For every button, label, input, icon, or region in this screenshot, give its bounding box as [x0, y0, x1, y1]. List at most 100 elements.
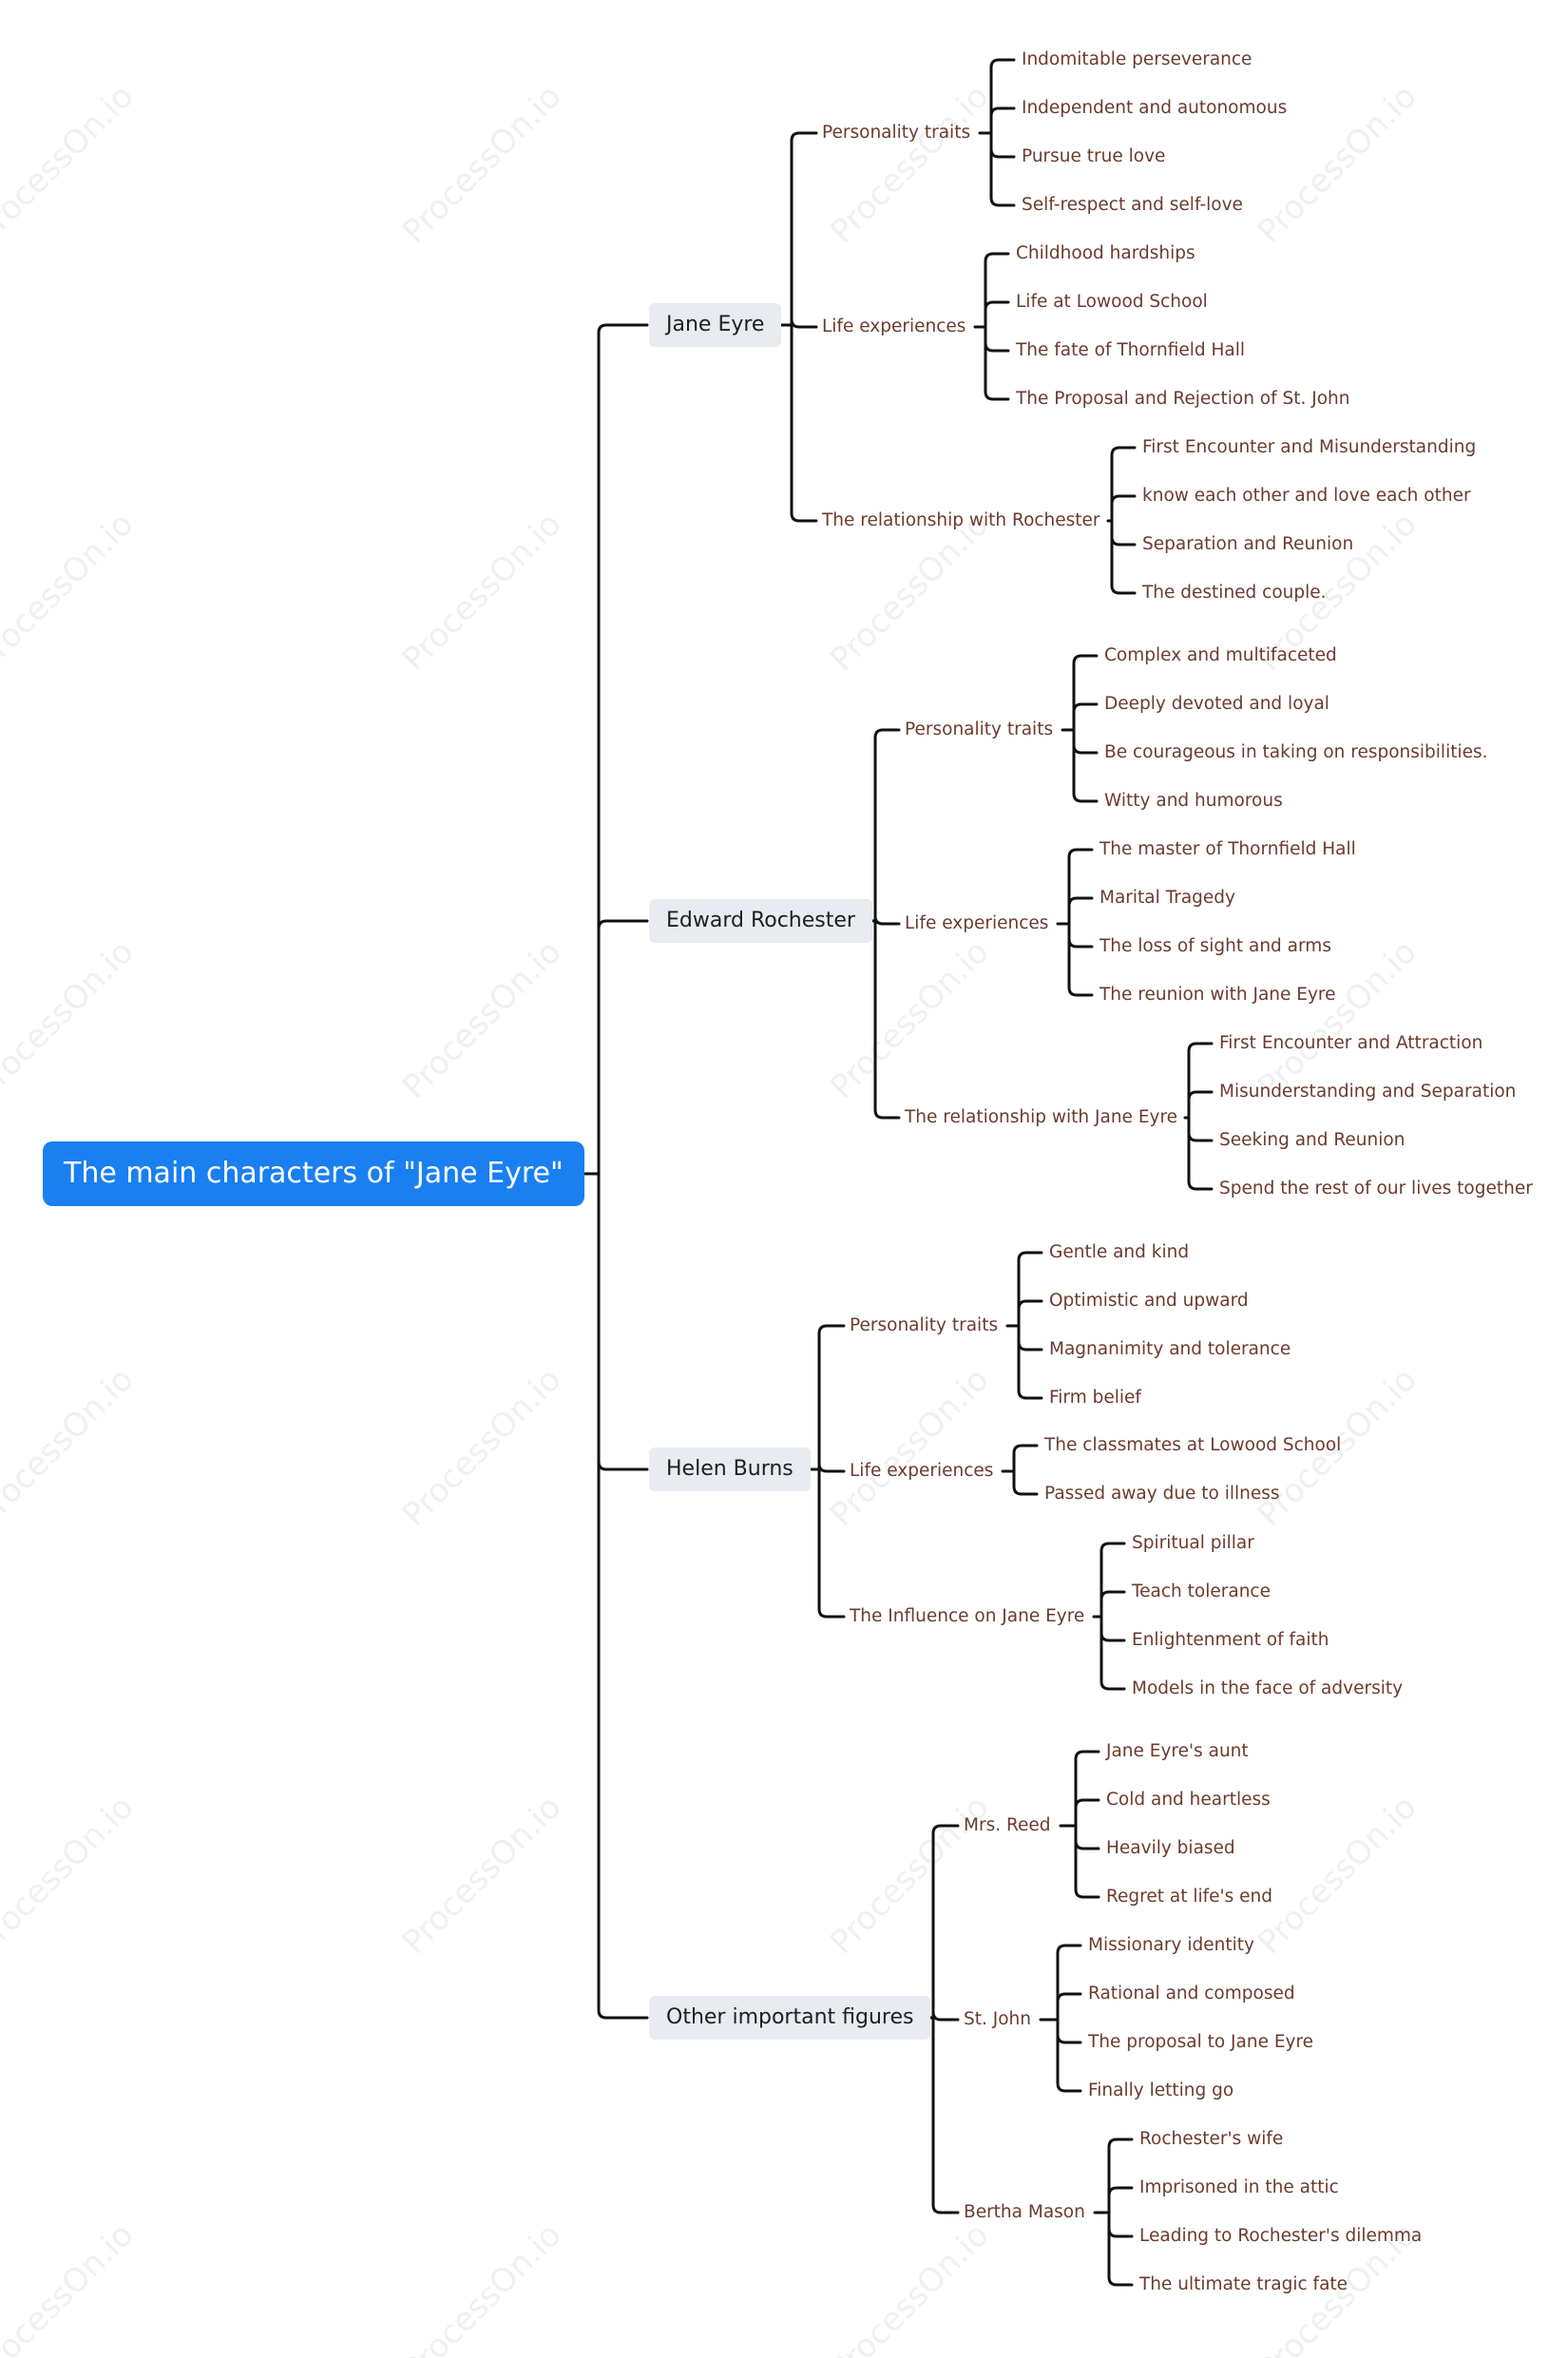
leaf-node-0-2-2[interactable]: Separation and Reunion: [1142, 534, 1354, 554]
leaf-connector-1-2-1: [1187, 1090, 1214, 1120]
leaf-connector-3-0-1: [1074, 1798, 1100, 1828]
leaf-node-2-0-0[interactable]: Gentle and kind: [1049, 1242, 1190, 1262]
sub-connector-2-2: [817, 1467, 846, 1619]
sub-node-3-0[interactable]: Mrs. Reed: [964, 1815, 1051, 1835]
leaf-node-1-1-2[interactable]: The loss of sight and arms: [1100, 936, 1331, 956]
main-node-2[interactable]: Helen Burns: [649, 1447, 811, 1491]
leaf-node-1-0-1[interactable]: Deeply devoted and loyal: [1104, 694, 1329, 714]
main-connector-0: [597, 323, 649, 1176]
leaf-connector-3-0-3: [1074, 1824, 1100, 1899]
leaf-node-2-1-0[interactable]: The classmates at Lowood School: [1044, 1435, 1342, 1455]
leaf-connector-2-1-1: [1012, 1469, 1039, 1496]
leaf-node-2-2-2[interactable]: Enlightenment of faith: [1132, 1630, 1329, 1650]
leaf-node-0-0-2[interactable]: Pursue true love: [1022, 146, 1166, 166]
leaf-node-2-1-1[interactable]: Passed away due to illness: [1044, 1484, 1280, 1504]
leaf-connector-3-2-0: [1107, 2138, 1134, 2214]
leaf-node-3-2-2[interactable]: Leading to Rochester's dilemma: [1139, 2226, 1423, 2246]
leaf-connector-2-2-1: [1100, 1590, 1126, 1619]
leaf-connector-3-1-1: [1056, 1992, 1082, 2022]
leaf-connector-3-1-0: [1056, 1944, 1082, 2022]
root-node[interactable]: The main characters of "Jane Eyre": [43, 1141, 584, 1206]
leaf-node-1-1-0[interactable]: The master of Thornfield Hall: [1100, 839, 1356, 859]
leaf-connector-0-1-1: [984, 300, 1010, 329]
leaf-connector-1-2-3: [1187, 1116, 1214, 1191]
leaf-node-1-2-1[interactable]: Misunderstanding and Separation: [1219, 1082, 1517, 1102]
leaf-node-2-0-2[interactable]: Magnanimity and tolerance: [1049, 1339, 1291, 1359]
leaf-node-3-1-0[interactable]: Missionary identity: [1088, 1935, 1254, 1955]
sub-node-2-2[interactable]: The Influence on Jane Eyre: [850, 1606, 1085, 1626]
sub-node-0-1[interactable]: Life experiences: [822, 316, 966, 336]
leaf-node-2-2-3[interactable]: Models in the face of adversity: [1132, 1678, 1404, 1698]
leaf-node-2-0-1[interactable]: Optimistic and upward: [1049, 1291, 1249, 1311]
leaf-node-3-2-3[interactable]: The ultimate tragic fate: [1139, 2274, 1348, 2294]
leaf-node-3-0-2[interactable]: Heavily biased: [1106, 1838, 1235, 1858]
leaf-node-1-2-0[interactable]: First Encounter and Attraction: [1219, 1033, 1483, 1053]
leaf-connector-2-1-0: [1012, 1444, 1039, 1473]
leaf-node-3-0-1[interactable]: Cold and heartless: [1106, 1790, 1271, 1810]
sub-node-2-0[interactable]: Personality traits: [850, 1315, 999, 1335]
sub-connector-3-2: [931, 2016, 960, 2214]
leaf-node-0-1-0[interactable]: Childhood hardships: [1016, 243, 1195, 263]
leaf-node-0-1-3[interactable]: The Proposal and Rejection of St. John: [1016, 389, 1350, 409]
leaf-node-0-2-3[interactable]: The destined couple.: [1142, 583, 1327, 603]
leaf-node-1-1-1[interactable]: Marital Tragedy: [1100, 888, 1235, 908]
leaf-node-0-1-1[interactable]: Life at Lowood School: [1016, 292, 1208, 312]
sub-node-0-0[interactable]: Personality traits: [822, 123, 971, 143]
sub-connector-0-1: [790, 318, 818, 329]
main-node-3[interactable]: Other important figures: [649, 1996, 931, 2040]
leaf-node-3-0-0[interactable]: Jane Eyre's aunt: [1106, 1741, 1249, 1761]
leaf-node-2-2-1[interactable]: Teach tolerance: [1132, 1582, 1271, 1601]
leaf-connector-1-0-0: [1072, 654, 1099, 732]
leaf-node-3-1-1[interactable]: Rational and composed: [1088, 1984, 1295, 2003]
sub-node-1-0[interactable]: Personality traits: [905, 719, 1054, 739]
main-connector-1: [597, 919, 649, 1176]
leaf-connector-0-1-3: [984, 325, 1010, 401]
leaf-connector-0-2-0: [1110, 446, 1137, 523]
main-node-1[interactable]: Edward Rochester: [649, 899, 872, 943]
leaf-node-3-1-2[interactable]: The proposal to Jane Eyre: [1088, 2032, 1314, 2052]
leaf-node-1-0-0[interactable]: Complex and multifaceted: [1104, 645, 1337, 665]
sub-connector-0-2: [790, 323, 818, 523]
sub-node-3-2[interactable]: Bertha Mason: [964, 2202, 1085, 2222]
leaf-connector-0-2-1: [1110, 494, 1137, 523]
leaf-connector-0-0-0: [989, 58, 1016, 135]
sub-node-1-2[interactable]: The relationship with Jane Eyre: [905, 1107, 1178, 1127]
leaf-node-3-1-3[interactable]: Finally letting go: [1088, 2080, 1234, 2100]
leaf-node-1-1-3[interactable]: The reunion with Jane Eyre: [1100, 985, 1336, 1005]
leaf-connector-1-0-3: [1072, 728, 1099, 803]
main-node-0[interactable]: Jane Eyre: [649, 303, 782, 347]
leaf-connector-0-0-1: [989, 106, 1016, 135]
leaf-node-0-2-1[interactable]: know each other and love each other: [1142, 486, 1471, 506]
leaf-connector-1-0-1: [1072, 702, 1099, 732]
leaf-connector-3-1-3: [1056, 2018, 1082, 2093]
main-connector-3: [597, 1172, 649, 2020]
leaf-node-3-2-1[interactable]: Imprisoned in the attic: [1139, 2177, 1339, 2197]
leaf-connector-0-2-3: [1110, 519, 1137, 595]
sub-connector-1-2: [873, 919, 901, 1120]
leaf-node-0-0-3[interactable]: Self-respect and self-love: [1022, 195, 1243, 215]
leaf-connector-0-0-3: [989, 131, 1016, 207]
leaf-node-1-2-2[interactable]: Seeking and Reunion: [1219, 1130, 1405, 1150]
leaf-connector-3-2-3: [1107, 2211, 1134, 2287]
leaf-connector-3-0-0: [1074, 1750, 1100, 1828]
leaf-node-0-1-2[interactable]: The fate of Thornfield Hall: [1016, 340, 1246, 360]
leaf-node-3-0-3[interactable]: Regret at life's end: [1106, 1887, 1272, 1907]
leaf-node-0-0-0[interactable]: Indomitable perseverance: [1022, 49, 1252, 69]
leaf-node-3-2-0[interactable]: Rochester's wife: [1139, 2129, 1284, 2149]
leaf-node-0-0-1[interactable]: Independent and autonomous: [1022, 98, 1288, 118]
leaf-node-1-0-2[interactable]: Be courageous in taking on responsibilit…: [1104, 742, 1488, 762]
sub-node-0-2[interactable]: The relationship with Rochester: [822, 510, 1100, 530]
leaf-node-1-2-3[interactable]: Spend the rest of our lives together: [1219, 1179, 1533, 1198]
sub-node-2-1[interactable]: Life experiences: [850, 1461, 994, 1481]
leaf-node-2-0-3[interactable]: Firm belief: [1049, 1388, 1141, 1408]
sub-connector-2-0: [817, 1324, 846, 1471]
leaf-node-0-2-0[interactable]: First Encounter and Misunderstanding: [1142, 437, 1477, 457]
leaf-node-1-0-3[interactable]: Witty and humorous: [1104, 791, 1283, 811]
sub-node-1-1[interactable]: Life experiences: [905, 913, 1049, 933]
sub-node-3-1[interactable]: St. John: [964, 2009, 1031, 2029]
leaf-node-2-2-0[interactable]: Spiritual pillar: [1132, 1533, 1254, 1553]
leaf-connector-2-0-0: [1017, 1251, 1043, 1328]
